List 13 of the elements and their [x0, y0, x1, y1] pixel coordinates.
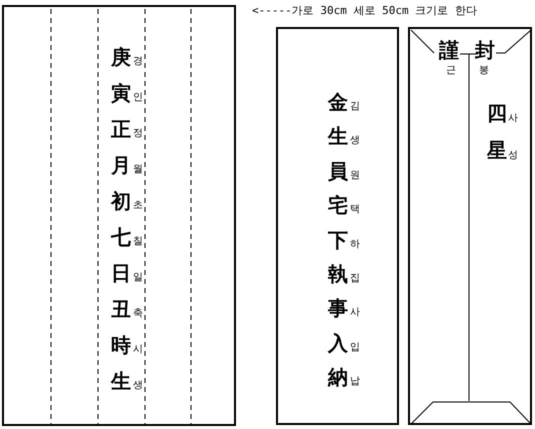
hangul-reading-text: 사성 [508, 112, 518, 163]
hanja-text: 封 [475, 37, 495, 64]
size-note: <-----가로 30cm 세로 50cm 크기로 한다 [252, 3, 477, 18]
envelope-front [276, 27, 399, 425]
hangul-reading-text: 경인정월초칠일축시생 [133, 55, 143, 393]
hangul-reading-text: 봉 [479, 64, 489, 77]
hanja-column-text: 金生員宅下執事入納 [328, 89, 348, 392]
saju-letter-paper [2, 5, 236, 426]
hanja-column-text: 四星 [487, 100, 507, 164]
hanja-column-text: 庚寅正月初七日丑時生 [111, 44, 131, 395]
hanja-text: 謹 [439, 37, 459, 64]
hangul-reading-text: 김생원택하집사입납 [350, 100, 360, 390]
hangul-reading-text: 근 [446, 64, 456, 77]
